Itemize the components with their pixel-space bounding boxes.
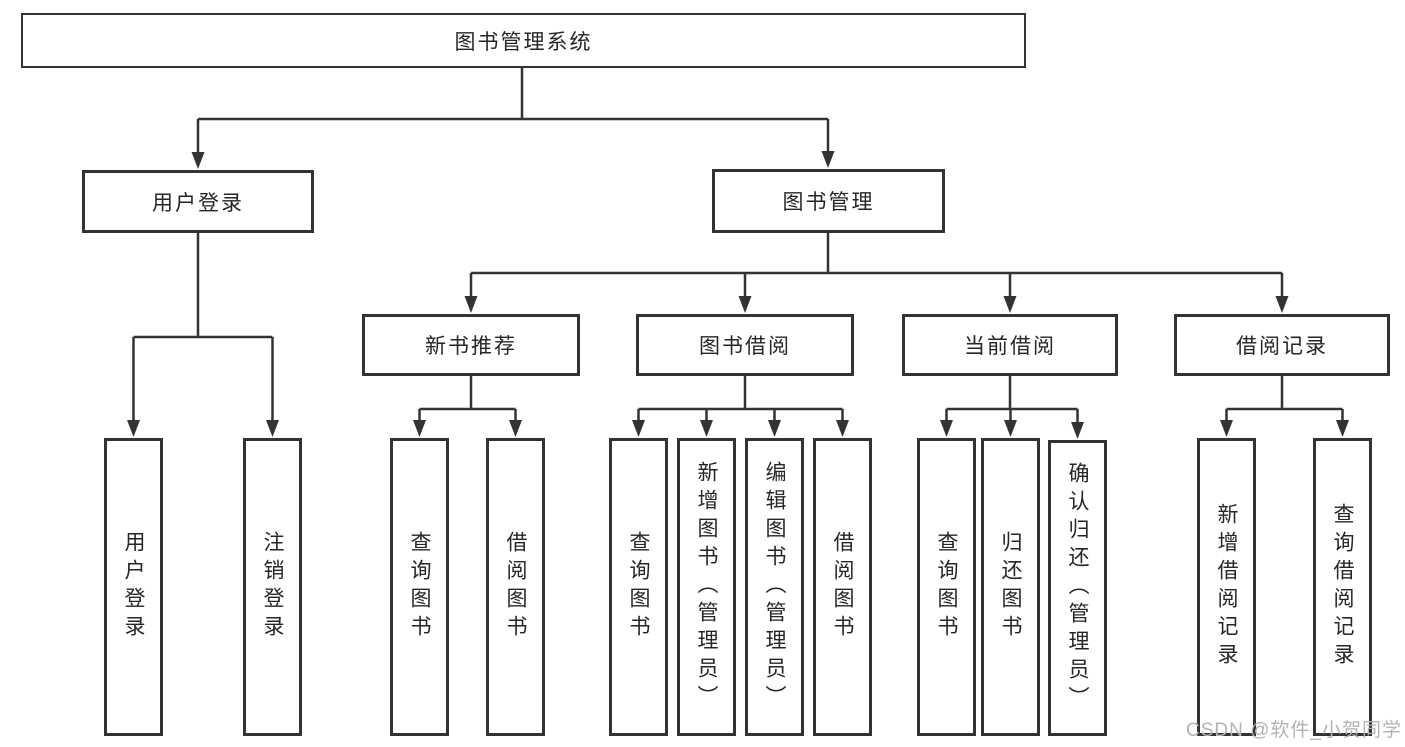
- leaf-borrow-query-book-label: 查询图书: [627, 531, 650, 643]
- leaf-current-query-book-label: 查询图书: [935, 531, 958, 643]
- leaf-recommend-query-book: 查询图书: [390, 438, 449, 736]
- leaf-user-login: 用户登录: [104, 438, 163, 736]
- node-new-book-recommend: 新书推荐: [362, 314, 580, 376]
- leaf-user-login-label: 用户登录: [122, 531, 145, 643]
- node-library-management-system-label: 图书管理系统: [454, 30, 593, 54]
- leaf-borrow-edit-book-admin-label: 编辑图书（管理员）: [763, 461, 786, 713]
- leaf-borrow-add-book-admin: 新增图书（管理员）: [677, 438, 736, 736]
- leaf-borrow-borrow-book-label: 借阅图书: [831, 531, 854, 643]
- node-borrow-records-label: 借阅记录: [1236, 335, 1328, 358]
- leaf-current-confirm-return-admin-label: 确认归还（管理员）: [1066, 462, 1089, 714]
- node-book-borrow: 图书借阅: [636, 314, 854, 376]
- node-new-book-recommend-label: 新书推荐: [425, 335, 517, 358]
- leaf-recommend-borrow-book-label: 借阅图书: [504, 531, 527, 643]
- leaf-current-query-book: 查询图书: [917, 438, 976, 736]
- leaf-records-query-record-label: 查询借阅记录: [1331, 503, 1354, 671]
- leaf-records-add-record: 新增借阅记录: [1197, 438, 1256, 736]
- node-user-login: 用户登录: [82, 170, 314, 233]
- leaf-logout-login-label: 注销登录: [261, 531, 284, 643]
- node-current-borrow-label: 当前借阅: [964, 335, 1056, 358]
- leaf-borrow-add-book-admin-label: 新增图书（管理员）: [695, 461, 718, 713]
- leaf-current-return-book: 归还图书: [981, 438, 1040, 736]
- leaf-records-query-record: 查询借阅记录: [1313, 438, 1372, 736]
- leaf-current-return-book-label: 归还图书: [999, 531, 1022, 643]
- watermark: CSDN @软件_小贺同学: [1186, 720, 1402, 741]
- node-book-management-label: 图书管理: [782, 191, 875, 214]
- node-user-login-label: 用户登录: [152, 191, 244, 215]
- leaf-borrow-query-book: 查询图书: [609, 438, 668, 736]
- leaf-records-add-record-label: 新增借阅记录: [1215, 503, 1238, 671]
- node-book-management: 图书管理: [712, 169, 945, 233]
- leaf-borrow-borrow-book: 借阅图书: [813, 438, 872, 736]
- leaf-current-confirm-return-admin: 确认归还（管理员）: [1048, 440, 1107, 736]
- leaf-borrow-edit-book-admin: 编辑图书（管理员）: [745, 438, 804, 736]
- node-library-management-system: 图书管理系统: [21, 13, 1026, 68]
- node-borrow-records: 借阅记录: [1174, 314, 1390, 376]
- node-book-borrow-label: 图书借阅: [699, 335, 791, 358]
- leaf-logout-login: 注销登录: [243, 438, 302, 736]
- leaf-recommend-query-book-label: 查询图书: [408, 531, 431, 643]
- leaf-recommend-borrow-book: 借阅图书: [486, 438, 545, 736]
- node-current-borrow: 当前借阅: [902, 314, 1118, 376]
